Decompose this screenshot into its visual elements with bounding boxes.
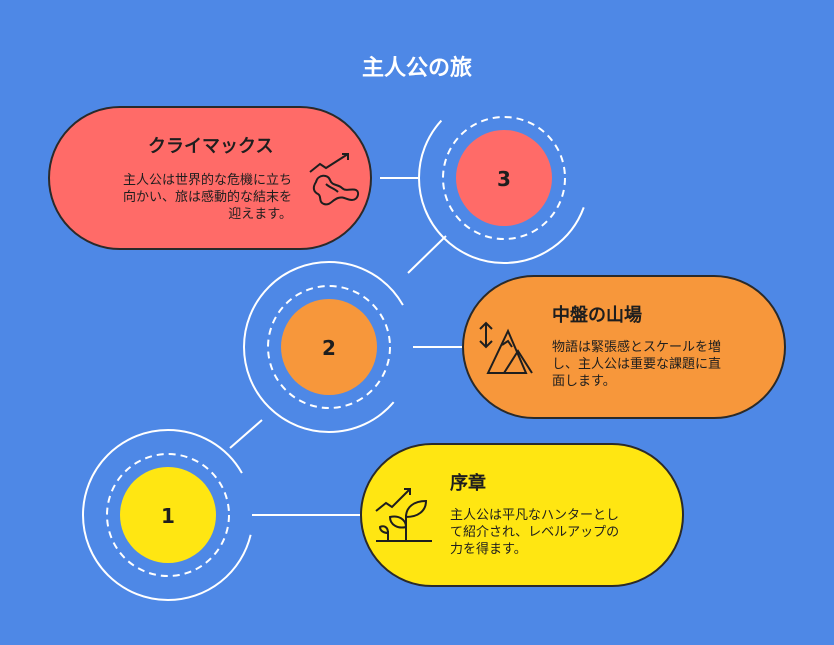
card-climax-line: 向かい、旅は感動的な結末を <box>122 190 292 205</box>
card-climax-description: 主人公は世界的な危機に立ち 向かい、旅は感動的な結末を 迎えます。 <box>123 172 292 223</box>
card-prologue-line: 主人公は平凡なハンターとし <box>450 508 620 523</box>
card-middle-description: 物語は緊張感とスケールを増 し、主人公は重要な課題に直 面します。 <box>552 339 721 390</box>
card-middle-line: 面します。 <box>552 374 616 389</box>
card-middle-heading: 中盤の山場 <box>552 305 642 326</box>
connector-2-3 <box>407 235 447 274</box>
sprout-growth-icon <box>375 488 432 542</box>
card-prologue-description: 主人公は平凡なハンターとし て紹介され、レベルアップの 力を得ます。 <box>450 507 619 558</box>
card-middle: 中盤の山場 物語は緊張感とスケールを増 し、主人公は重要な課題に直 面します。 <box>462 275 786 419</box>
card-climax-line: 主人公は世界的な危機に立ち <box>122 173 292 188</box>
step-circle-1: 1 <box>82 429 254 601</box>
connector-1-2 <box>229 419 263 449</box>
step-circle-3: 3 <box>418 92 590 264</box>
step-number-1: 1 <box>161 504 175 528</box>
card-prologue-line: て紹介され、レベルアップの <box>450 525 620 540</box>
step-circle-2: 2 <box>243 261 415 433</box>
step-number-2: 2 <box>322 336 336 360</box>
climax-chart-icon <box>309 153 360 206</box>
card-middle-line: 物語は緊張感とスケールを増 <box>552 340 722 355</box>
card-climax: クライマックス 主人公は世界的な危機に立ち 向かい、旅は感動的な結末を 迎えます… <box>48 106 372 250</box>
card-prologue: 序章 主人公は平凡なハンターとし て紹介され、レベルアップの 力を得ます。 <box>360 443 684 587</box>
step-number-3: 3 <box>497 167 511 191</box>
card-climax-line: 迎えます。 <box>228 207 292 222</box>
card-middle-line: し、主人公は重要な課題に直 <box>552 357 722 372</box>
card-prologue-heading: 序章 <box>450 473 486 494</box>
card-prologue-line: 力を得ます。 <box>450 542 527 557</box>
diagram-title: 主人公の旅 <box>361 56 472 81</box>
mountain-arrows-icon <box>479 321 533 374</box>
card-climax-heading: クライマックス <box>148 136 274 157</box>
